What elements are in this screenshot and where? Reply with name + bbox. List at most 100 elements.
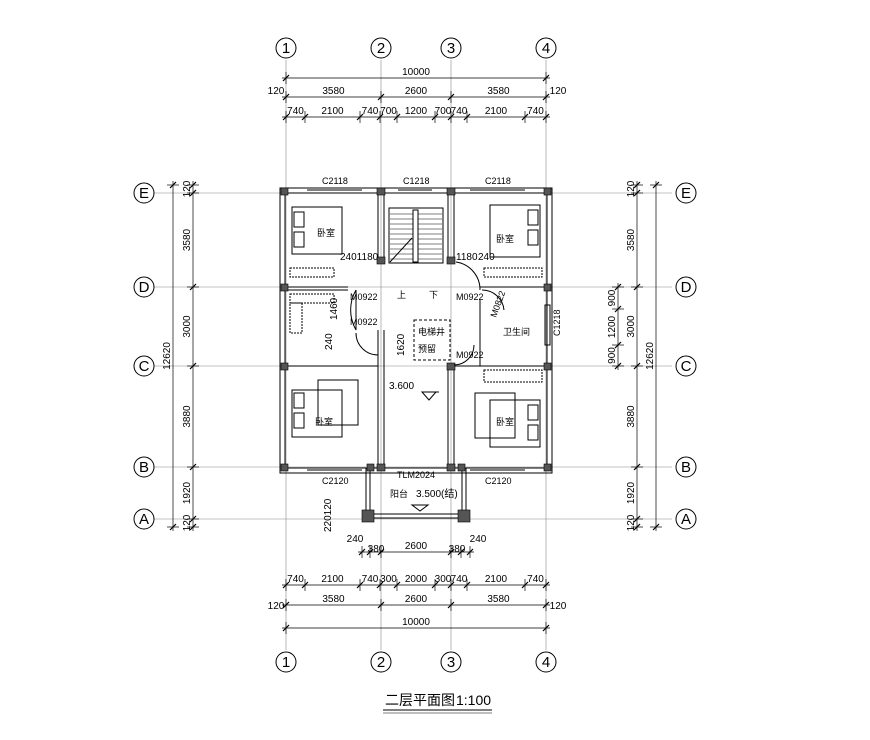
bath-window-label: C1218 bbox=[552, 309, 562, 336]
dim-label: 1920 bbox=[626, 481, 637, 504]
dim-tick bbox=[447, 548, 455, 556]
level-mark: 3.500(结) bbox=[416, 487, 458, 500]
dim-label: 3580 bbox=[626, 228, 637, 251]
dim-label: 120 bbox=[182, 180, 193, 197]
dim-label: 300 bbox=[380, 574, 397, 585]
dim-tick bbox=[542, 581, 550, 589]
dim-label: 120 bbox=[550, 601, 567, 612]
dim-tick bbox=[282, 74, 290, 82]
dim-tick bbox=[189, 515, 197, 523]
axis-label: E bbox=[681, 185, 691, 202]
axis-label: C bbox=[139, 358, 150, 375]
dim-label: 12620 bbox=[645, 342, 656, 370]
dim-label: 120 bbox=[268, 601, 285, 612]
dim-label: 1920 bbox=[182, 481, 193, 504]
axis-label: A bbox=[139, 511, 149, 528]
dim-label: 240 bbox=[470, 534, 487, 545]
dim-label: 740 bbox=[451, 106, 468, 117]
dim-tick bbox=[189, 189, 197, 197]
dim-tick bbox=[189, 463, 197, 471]
door-label: M0822 bbox=[488, 289, 507, 318]
dim-tick bbox=[521, 581, 529, 589]
dim-tick bbox=[521, 113, 529, 121]
axis-label: 4 bbox=[542, 654, 550, 671]
dim-tick bbox=[301, 113, 309, 121]
dim-tick bbox=[377, 93, 385, 101]
dim-tick bbox=[169, 181, 177, 189]
dim-label: 740 bbox=[287, 574, 304, 585]
dim-label: 700 bbox=[435, 106, 452, 117]
axis-bubble bbox=[133, 276, 155, 298]
dim-tick bbox=[542, 93, 550, 101]
axis-label: A bbox=[681, 511, 691, 528]
window-label: C2118 bbox=[485, 176, 511, 186]
axis-label: B bbox=[139, 459, 149, 476]
dim-tick bbox=[542, 601, 550, 609]
dim-label: 120 bbox=[182, 514, 193, 531]
dim-label: 2600 bbox=[405, 594, 428, 605]
dim-label: 3580 bbox=[322, 86, 345, 97]
stair-up-label: 上 bbox=[397, 290, 406, 300]
dim-label: 120 bbox=[268, 86, 285, 97]
axis-label: 2 bbox=[377, 654, 385, 671]
dim-tick bbox=[431, 113, 439, 121]
dim-label: 900 bbox=[607, 347, 618, 364]
room-label: 卧室 bbox=[315, 416, 333, 427]
dim-tick bbox=[189, 523, 197, 531]
axis-label: 4 bbox=[542, 40, 550, 57]
dim-tick bbox=[431, 581, 439, 589]
dim-label: 740 bbox=[451, 574, 468, 585]
dim-tick bbox=[282, 581, 290, 589]
dim-tick bbox=[356, 113, 364, 121]
dim-label: 300 bbox=[435, 574, 452, 585]
dim-label: 380 bbox=[449, 544, 466, 555]
dim-label: 10000 bbox=[402, 67, 430, 78]
dim-tick bbox=[282, 113, 290, 121]
dim-tick bbox=[447, 113, 455, 121]
room-label: 电梯井 bbox=[418, 326, 445, 337]
dim-tick bbox=[189, 181, 197, 189]
window-label: C2120 bbox=[485, 476, 512, 486]
dim-tick bbox=[393, 581, 401, 589]
axis-bubble bbox=[535, 37, 557, 59]
room-label: 卧室 bbox=[496, 233, 514, 244]
door-label: M0922 bbox=[456, 292, 484, 302]
dim-label: 1200 bbox=[607, 315, 618, 338]
dim-label: 240 bbox=[324, 333, 335, 350]
dim-tick bbox=[633, 362, 641, 370]
dim-label: 740 bbox=[287, 106, 304, 117]
dim-label: 3580 bbox=[487, 594, 510, 605]
dim-tick bbox=[463, 581, 471, 589]
dim-label: 2100 bbox=[485, 106, 508, 117]
dim-label: 1620 bbox=[396, 333, 407, 356]
axis-bubble bbox=[133, 182, 155, 204]
title-text: 二层平面图 bbox=[385, 692, 455, 708]
dim-label: 10000 bbox=[402, 617, 430, 628]
axis-label: 1 bbox=[282, 654, 290, 671]
axis-label: E bbox=[139, 185, 149, 202]
drawing-title: 二层平面图 1:100 bbox=[383, 692, 492, 714]
axis-bubble bbox=[675, 276, 697, 298]
dim-label: 700 bbox=[380, 106, 397, 117]
dim-label: 1200 bbox=[405, 106, 428, 117]
axis-bubble bbox=[370, 37, 392, 59]
dim-tick bbox=[447, 93, 455, 101]
plan-labels: C2118 C1218 C2118 C2120 C2120 TLM2024 C1… bbox=[315, 176, 562, 532]
dim-label: 3000 bbox=[182, 315, 193, 338]
axis-bubble bbox=[133, 456, 155, 478]
dim-tick bbox=[282, 601, 290, 609]
dim-tick bbox=[282, 624, 290, 632]
dim-label: 3000 bbox=[626, 315, 637, 338]
dim-tick bbox=[463, 113, 471, 121]
dim-label: 240 bbox=[478, 252, 495, 263]
walls bbox=[279, 187, 553, 523]
dim-label: 2600 bbox=[405, 86, 428, 97]
dim-label: 120 bbox=[550, 86, 567, 97]
dim-tick bbox=[614, 341, 622, 349]
axis-label: C bbox=[681, 358, 692, 375]
axis-bubble bbox=[675, 456, 697, 478]
room-label: 卧室 bbox=[317, 227, 335, 238]
door-label: M0922 bbox=[350, 292, 378, 302]
